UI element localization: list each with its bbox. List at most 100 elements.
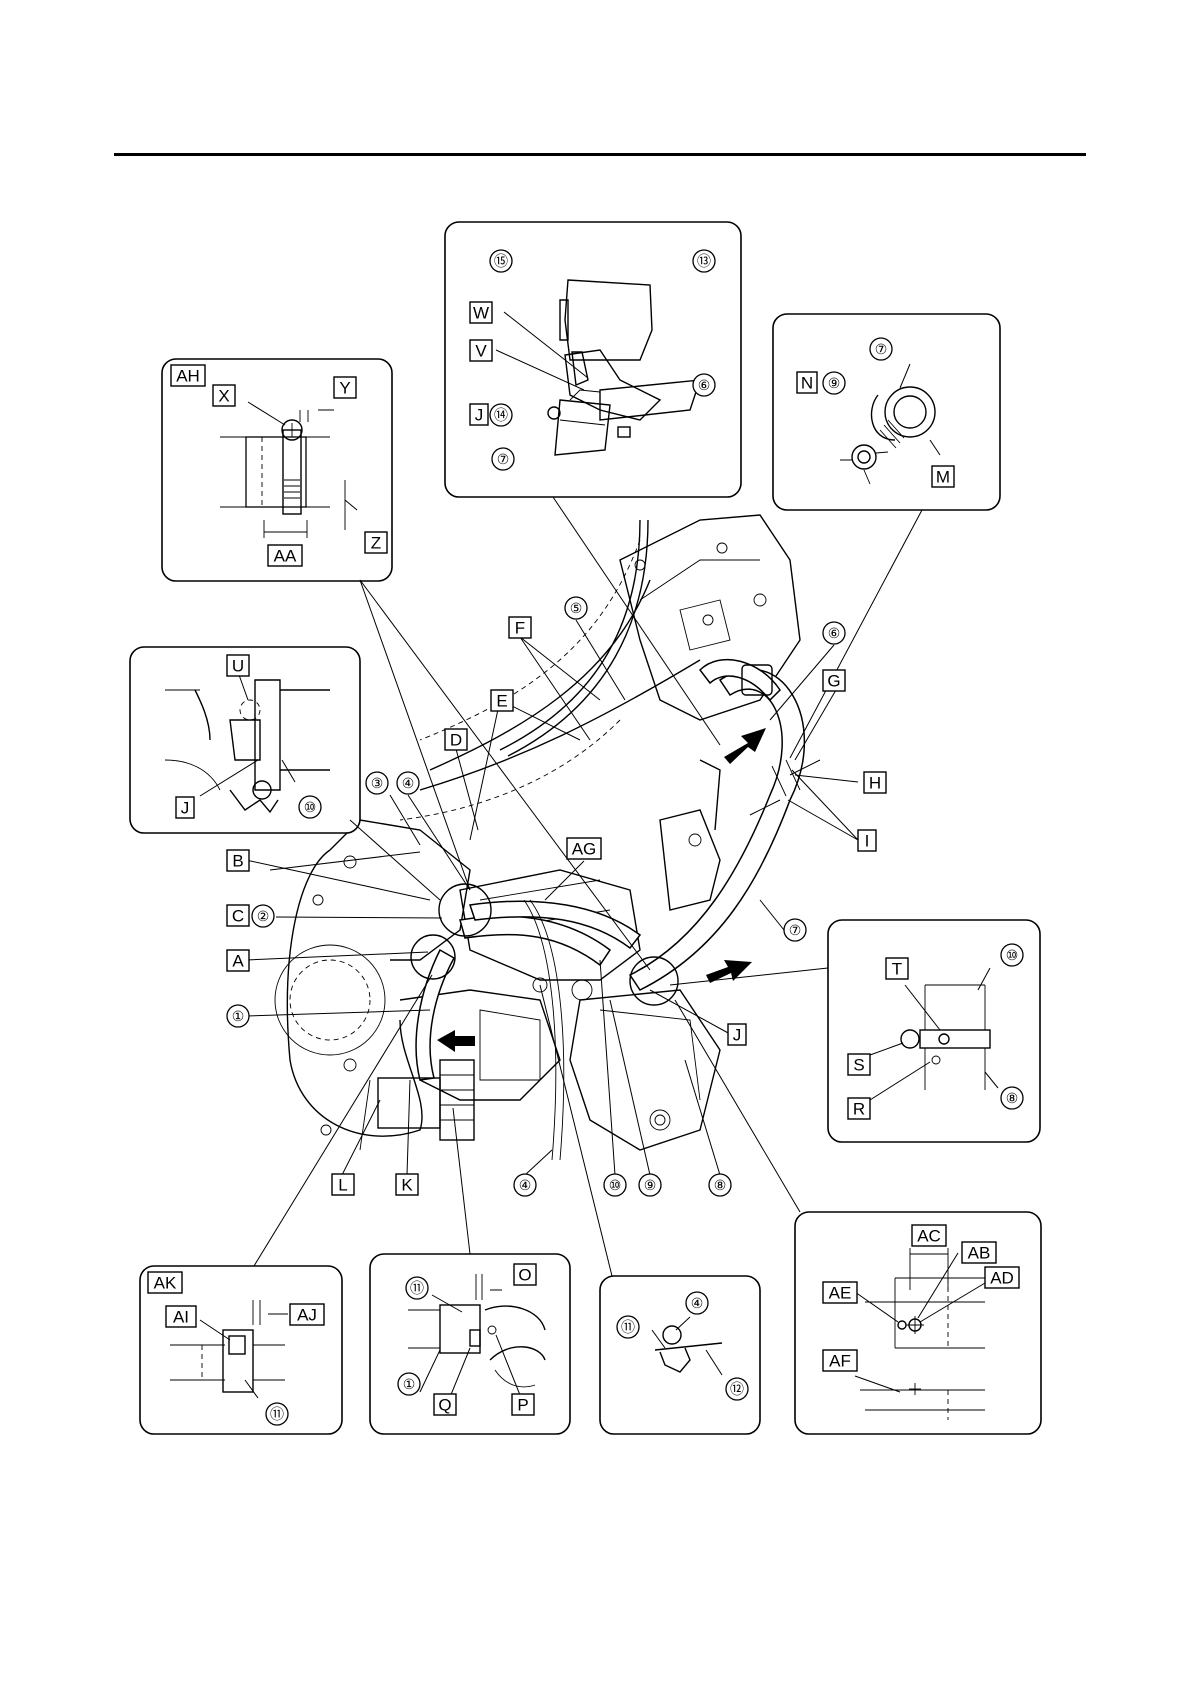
callout-1-oqp: ① bbox=[398, 1373, 420, 1395]
svg-text:AH: AH bbox=[176, 367, 200, 386]
svg-text:⑧: ⑧ bbox=[714, 1177, 727, 1193]
svg-text:⑩: ⑩ bbox=[609, 1177, 622, 1193]
callout-7-main: ⑦ bbox=[784, 919, 806, 941]
label-V: V bbox=[470, 340, 492, 361]
svg-text:⑬: ⑬ bbox=[697, 253, 711, 269]
svg-text:⑥: ⑥ bbox=[698, 377, 711, 393]
callout-11-ak: ⑪ bbox=[266, 1403, 288, 1425]
svg-text:⑪: ⑪ bbox=[621, 1319, 635, 1335]
svg-text:⑪: ⑪ bbox=[410, 1280, 424, 1296]
label-AG: AG bbox=[567, 838, 601, 859]
svg-text:AK: AK bbox=[154, 1274, 177, 1293]
svg-text:AF: AF bbox=[829, 1352, 851, 1371]
svg-text:H: H bbox=[869, 774, 881, 793]
label-AB: AB bbox=[962, 1242, 996, 1263]
callout-15: ⑮ bbox=[490, 250, 512, 272]
label-C: C bbox=[227, 905, 249, 926]
svg-text:⑮: ⑮ bbox=[494, 253, 508, 269]
svg-text:AJ: AJ bbox=[297, 1306, 317, 1325]
svg-text:AA: AA bbox=[274, 547, 297, 566]
svg-text:E: E bbox=[496, 692, 507, 711]
svg-text:J: J bbox=[475, 406, 484, 425]
svg-text:I: I bbox=[865, 832, 870, 851]
label-Z: Z bbox=[365, 532, 387, 553]
main-assembly bbox=[275, 515, 820, 1160]
label-D: D bbox=[445, 729, 467, 750]
svg-text:V: V bbox=[475, 342, 487, 361]
callout-7-nm: ⑦ bbox=[870, 338, 892, 360]
svg-text:O: O bbox=[518, 1266, 531, 1285]
direction-arrow bbox=[724, 728, 766, 764]
svg-text:J: J bbox=[181, 799, 190, 818]
label-H: H bbox=[864, 772, 886, 793]
callout-3: ③ bbox=[366, 772, 388, 794]
svg-text:A: A bbox=[232, 952, 244, 971]
svg-text:T: T bbox=[892, 960, 902, 979]
svg-text:④: ④ bbox=[519, 1177, 532, 1193]
label-K: K bbox=[396, 1174, 418, 1195]
svg-text:AD: AD bbox=[990, 1269, 1014, 1288]
svg-text:⑦: ⑦ bbox=[789, 922, 802, 938]
callout-11-fastener: ⑪ bbox=[617, 1316, 639, 1338]
label-J-top: J bbox=[470, 404, 488, 425]
callout-10-right: ⑩ bbox=[1001, 944, 1023, 966]
callout-13: ⑬ bbox=[693, 250, 715, 272]
svg-text:⑥: ⑥ bbox=[828, 625, 841, 641]
callout-8-right: ⑧ bbox=[1001, 1087, 1023, 1109]
svg-text:M: M bbox=[936, 468, 950, 487]
svg-text:N: N bbox=[801, 374, 813, 393]
label-AD: AD bbox=[985, 1267, 1019, 1288]
svg-text:⑤: ⑤ bbox=[570, 600, 583, 616]
svg-text:C: C bbox=[232, 907, 244, 926]
label-AJ: AJ bbox=[290, 1304, 324, 1325]
svg-text:B: B bbox=[232, 852, 243, 871]
svg-text:AB: AB bbox=[968, 1244, 991, 1263]
callout-4-top: ④ bbox=[397, 772, 419, 794]
label-F: F bbox=[509, 617, 531, 638]
label-I: I bbox=[858, 830, 876, 851]
label-AA: AA bbox=[268, 545, 302, 566]
svg-text:⑦: ⑦ bbox=[875, 341, 888, 357]
label-U: U bbox=[227, 655, 249, 676]
svg-text:F: F bbox=[515, 619, 525, 638]
callout-4-bottom: ④ bbox=[514, 1174, 536, 1196]
inset-fastener bbox=[600, 1276, 760, 1434]
svg-text:AE: AE bbox=[829, 1284, 852, 1303]
svg-text:⑦: ⑦ bbox=[497, 451, 510, 467]
label-S: S bbox=[848, 1054, 870, 1075]
callout-8-bottom: ⑧ bbox=[709, 1174, 731, 1196]
callout-2: ② bbox=[252, 905, 274, 927]
svg-text:S: S bbox=[853, 1056, 864, 1075]
label-N: N bbox=[797, 372, 817, 393]
label-M: M bbox=[932, 466, 954, 487]
callout-6-main: ⑥ bbox=[823, 622, 845, 644]
svg-text:R: R bbox=[853, 1100, 865, 1119]
svg-text:J: J bbox=[733, 1026, 742, 1045]
label-L: L bbox=[332, 1174, 354, 1195]
label-E: E bbox=[491, 690, 513, 711]
callout-11-oqp: ⑪ bbox=[406, 1277, 428, 1299]
svg-text:AG: AG bbox=[572, 840, 597, 859]
svg-text:④: ④ bbox=[691, 1295, 704, 1311]
label-R: R bbox=[848, 1098, 870, 1119]
label-X: X bbox=[213, 385, 235, 406]
svg-text:⑨: ⑨ bbox=[828, 375, 841, 391]
svg-text:⑩: ⑩ bbox=[304, 799, 317, 815]
svg-text:⑧: ⑧ bbox=[1006, 1090, 1019, 1106]
svg-text:③: ③ bbox=[371, 775, 384, 791]
label-P: P bbox=[512, 1394, 534, 1415]
label-Y: Y bbox=[334, 377, 356, 398]
svg-text:X: X bbox=[218, 387, 229, 406]
callout-1-main: ① bbox=[227, 1005, 249, 1027]
svg-text:⑨: ⑨ bbox=[644, 1177, 657, 1193]
svg-text:D: D bbox=[450, 731, 462, 750]
svg-text:AI: AI bbox=[173, 1308, 189, 1327]
svg-text:⑭: ⑭ bbox=[494, 407, 508, 423]
inset-oqp bbox=[370, 1254, 570, 1434]
label-W: W bbox=[470, 302, 492, 323]
label-T: T bbox=[886, 958, 908, 979]
svg-text:⑫: ⑫ bbox=[730, 1381, 744, 1397]
direction-arrow bbox=[437, 1030, 475, 1052]
label-AC: AC bbox=[912, 1225, 946, 1246]
svg-text:⑪: ⑪ bbox=[270, 1406, 284, 1422]
